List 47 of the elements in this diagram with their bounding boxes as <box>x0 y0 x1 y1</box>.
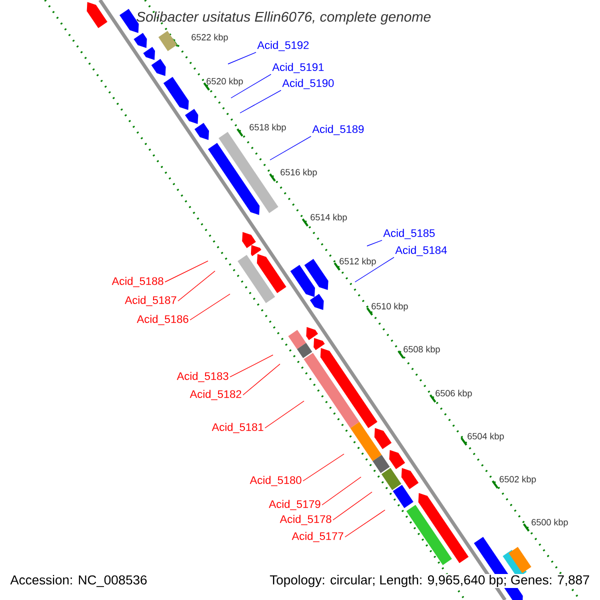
gene-label: Acid_5188 <box>112 276 164 288</box>
gene-label: Acid_5184 <box>395 246 447 256</box>
title: Solibacter usitatus Ellin6076, complete genome <box>136 11 431 25</box>
gene-label: Acid_5180 <box>250 476 302 486</box>
leader-line <box>240 90 282 114</box>
gene-label: Acid_5183 <box>176 372 228 382</box>
leader-line <box>332 492 372 520</box>
leader-line <box>366 240 382 246</box>
gene-label: Acid_5182 <box>190 390 242 400</box>
tick-label: 6504 kbp <box>468 432 504 442</box>
leader-line <box>264 400 304 428</box>
leader-line <box>228 52 256 64</box>
gene-label: Acid_5181 <box>212 422 264 434</box>
tick-label: 6508 kbp <box>404 346 440 354</box>
gene-label: Acid_5187 <box>124 296 176 306</box>
leader-line <box>302 454 344 482</box>
leader-line <box>322 476 362 506</box>
tick-label: 6520 kbp <box>206 78 243 86</box>
leader-line <box>242 364 280 396</box>
leader-line <box>230 74 272 98</box>
tick-label: 6502 kbp <box>500 476 536 484</box>
leader-line <box>344 510 386 538</box>
leader-line <box>178 270 216 302</box>
tick-label: 6522 kbp <box>192 34 228 42</box>
gene-label: Acid_5190 <box>282 78 334 90</box>
leader-line <box>270 136 312 160</box>
tick-label: 6518 kbp <box>250 124 286 132</box>
gene-label: Acid_5186 <box>136 314 188 326</box>
tick-label: 6500 kbp <box>532 518 568 528</box>
accession-label: Accession: NC_008536 <box>10 575 147 587</box>
gene-label: Acid_5178 <box>280 514 332 526</box>
tick-label: 6514 kbp <box>310 214 347 222</box>
tick-label: 6510 kbp <box>372 302 408 312</box>
gene-label: Acid_5185 <box>383 228 435 240</box>
tick-label: 6512 kbp <box>340 258 376 266</box>
leader-line <box>164 260 208 282</box>
leader-line <box>354 256 394 282</box>
leader-line <box>190 294 230 320</box>
gene-label: Acid_5192 <box>257 40 309 52</box>
tick-label: 6516 kbp <box>280 168 317 178</box>
gene-label: Acid_5177 <box>292 532 344 542</box>
gene-label: Acid_5191 <box>272 62 324 74</box>
leader-line <box>230 354 274 378</box>
tick-label: 6506 kbp <box>436 390 472 398</box>
gene-label: Acid_5189 <box>312 124 364 136</box>
gene-label: Acid_5179 <box>268 500 320 510</box>
genome-info-label: Topology: circular; Length: 9,965,640 bp; Genes: 7,887 <box>268 574 591 588</box>
